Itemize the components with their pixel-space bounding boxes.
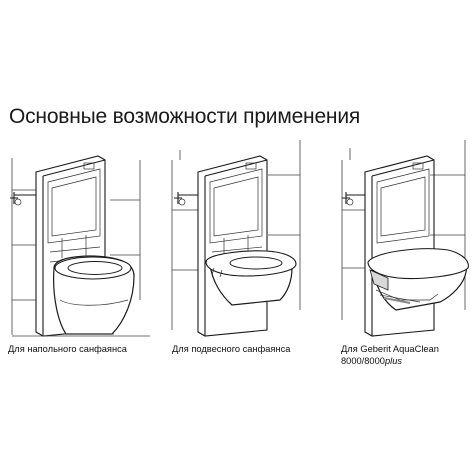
- caption-aquaclean-plus: plus: [384, 356, 403, 366]
- floor-toilet-illustration: [53, 255, 135, 335]
- caption-aquaclean-model: 8000/8000: [341, 356, 385, 366]
- wall-tiles: [11, 158, 141, 335]
- water-pipe: [10, 192, 36, 204]
- caption-wall-hung: Для подвесного санфаянса: [172, 344, 291, 354]
- caption-aquaclean: Для Geberit AquaClean 8000/8000plus: [341, 343, 439, 367]
- installation-frame: [197, 155, 268, 337]
- water-pipe: [342, 192, 365, 204]
- water-pipe: [174, 192, 198, 204]
- installation-frame: [364, 155, 435, 337]
- caption-floor-standing: Для напольного санфаянса: [8, 344, 127, 354]
- wall-hung-toilet-illustration: [205, 250, 297, 306]
- installation-frame: [35, 155, 106, 337]
- caption-aquaclean-line2: 8000/8000plus: [341, 355, 439, 367]
- variant-floor-standing-illustration: [10, 155, 150, 337]
- page-title: Основные возможности применения: [9, 105, 361, 128]
- variant-aquaclean-illustration: [341, 140, 469, 337]
- shower-toilet-illustration: [367, 248, 469, 311]
- variant-wall-hung-illustration: [171, 140, 301, 337]
- wall-tiles: [171, 140, 301, 330]
- caption-aquaclean-line1: Для Geberit AquaClean: [341, 344, 439, 354]
- wall-tiles: [341, 140, 466, 320]
